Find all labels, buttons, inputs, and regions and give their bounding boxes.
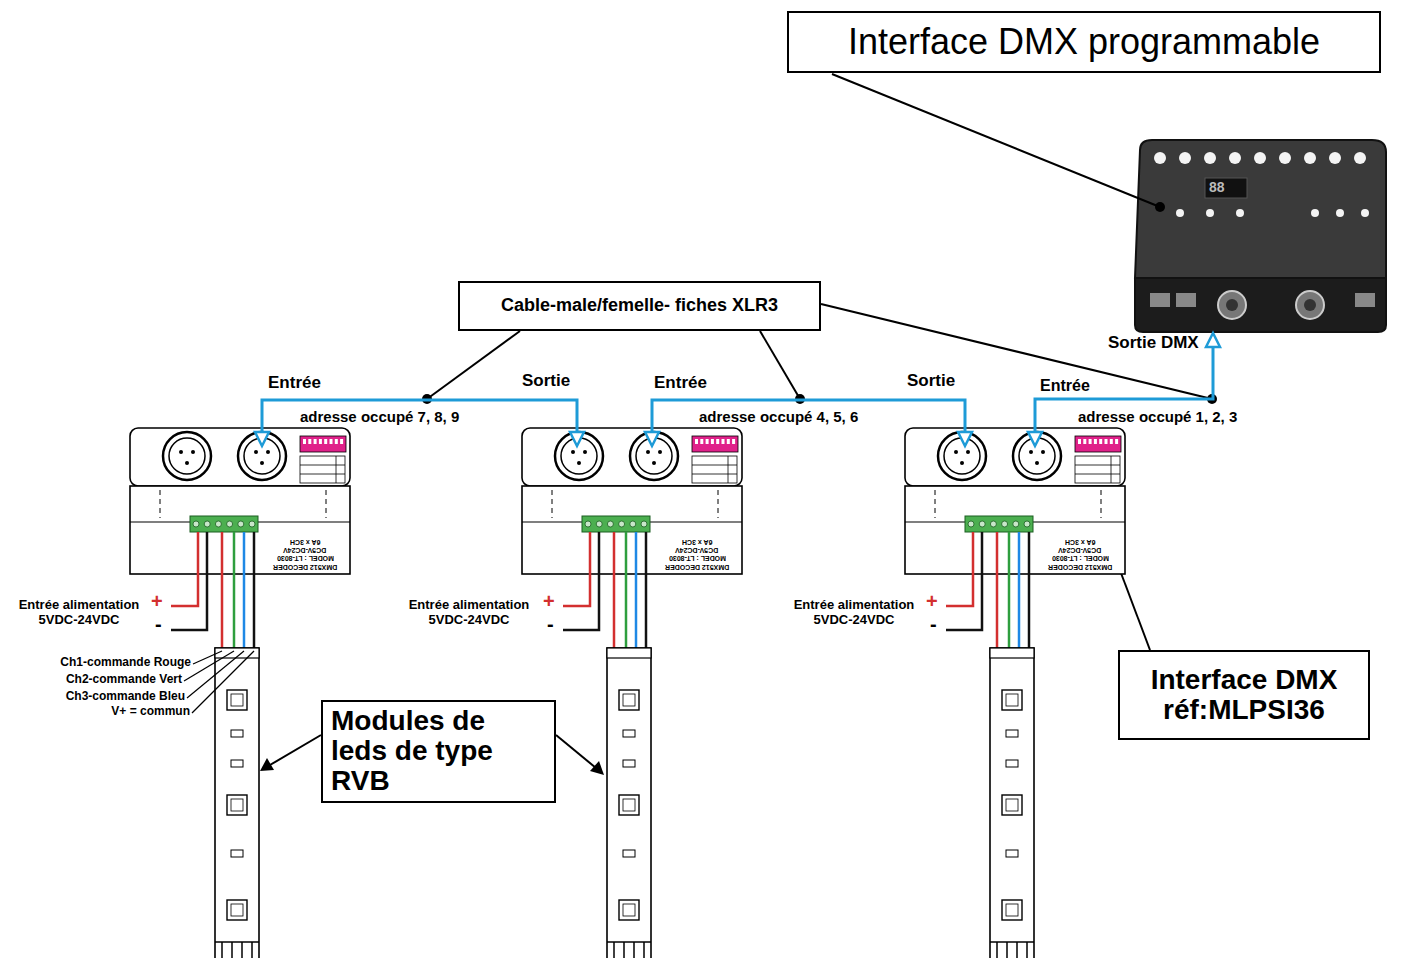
device-marking: DC5V-DC24V xyxy=(675,546,718,554)
device-marking: MODEL : LT-8030 xyxy=(1052,554,1109,562)
led-strip xyxy=(990,648,1034,958)
display-digits: 88 xyxy=(1209,179,1225,195)
text-label: adresse occupé 4, 5, 6 xyxy=(699,408,858,425)
device-marking: 6A x 3CH xyxy=(682,538,712,546)
text-label: adresse occupé 1, 2, 3 xyxy=(1078,408,1237,425)
led-strip xyxy=(215,648,259,958)
callout-text: Interface DMX programmable xyxy=(848,23,1320,62)
text-label: Sortie xyxy=(907,371,955,391)
text-label: Entrée xyxy=(268,373,321,393)
dmx-decoder xyxy=(130,428,350,650)
channel-label: Ch1-commande Rouge xyxy=(60,656,191,670)
polarity: + xyxy=(543,590,555,613)
channel-leaders xyxy=(184,651,254,713)
text-label: Entrée xyxy=(1040,377,1090,395)
text-label: adresse occupé 7, 8, 9 xyxy=(300,408,459,425)
text-label: Sortie xyxy=(522,371,570,391)
callout-box: Interface DMX réf:MLPSI36 xyxy=(1118,650,1370,740)
power-input: Entrée alimentation 5VDC-24VDC xyxy=(8,598,150,628)
channel-label: V+ = commun xyxy=(111,705,190,719)
device-marking: DMX512 DECODER xyxy=(665,563,729,571)
text-label: Sortie DMX xyxy=(1108,333,1199,353)
device-marking: 6A x 3CH xyxy=(290,538,320,546)
polarity: - xyxy=(155,613,162,636)
polarity: - xyxy=(547,613,554,636)
callout-box: Interface DMX programmable xyxy=(787,11,1381,73)
dmx-decoder xyxy=(905,428,1125,650)
leader-dots xyxy=(260,202,1217,775)
dmx-decoder xyxy=(522,428,742,650)
callout-text: Interface DMX réf:MLPSI36 xyxy=(1128,665,1360,725)
device-marking: DC5V-DC24V xyxy=(1058,546,1101,554)
device-marking: DMX512 DECODER xyxy=(1048,563,1112,571)
leader-lines xyxy=(270,74,1212,768)
device-marking: DC5V-DC24V xyxy=(283,546,326,554)
callout-box: Modules de leds de type RVB xyxy=(321,700,556,803)
polarity: + xyxy=(151,590,163,613)
dmx-controller xyxy=(1135,140,1386,332)
power-input: Entrée alimentation 5VDC-24VDC xyxy=(398,598,540,628)
device-marking: DMX512 DECODER xyxy=(273,563,337,571)
device-marking: 6A x 3CH xyxy=(1065,538,1095,546)
callout-text: Modules de leds de type RVB xyxy=(331,706,546,797)
led-strip xyxy=(607,648,651,958)
power-input: Entrée alimentation 5VDC-24VDC xyxy=(783,598,925,628)
device-marking: MODEL : LT-8030 xyxy=(277,554,334,562)
channel-label: Ch2-commande Vert xyxy=(66,673,182,687)
callout-text: Cable-male/femelle- fiches XLR3 xyxy=(501,296,778,315)
cable-arrowheads xyxy=(255,333,1220,446)
text-label: Entrée xyxy=(654,373,707,393)
polarity: + xyxy=(926,590,938,613)
device-marking: MODEL : LT-8030 xyxy=(669,554,726,562)
callout-box: Cable-male/femelle- fiches XLR3 xyxy=(458,281,821,331)
channel-label: Ch3-commande Bleu xyxy=(66,690,185,704)
dmx-cables xyxy=(262,346,1213,432)
polarity: - xyxy=(930,613,937,636)
